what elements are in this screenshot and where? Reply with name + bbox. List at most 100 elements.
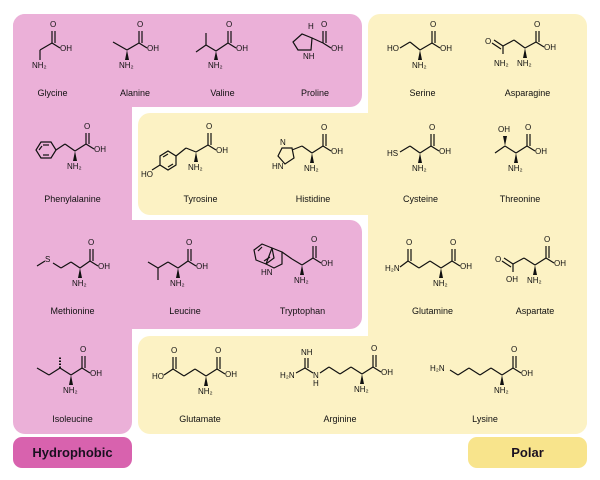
atom-hn: HN [272,162,284,171]
atom-n: N [280,138,286,147]
atom-oh: OH [440,44,452,53]
atom-o: O [429,123,436,132]
lysine-structure-icon [449,356,522,385]
atom-o: O [511,345,518,354]
atom-nh2: NH₂ [433,279,448,288]
atom-nh2: NH₂ [508,164,523,173]
atom-o: O [321,123,328,132]
proline-structure-icon [292,31,332,51]
atom-o: O [80,345,87,354]
atom-o: O [450,238,457,247]
proline-label: Proline [300,88,329,98]
amino-acid-threonine: OH O OH NH₂ Threonine [465,120,575,212]
atom-nh2: NH₂ [72,279,87,288]
tryptophan-label: Tryptophan [279,306,326,316]
atom-oh: OH [236,44,248,53]
amino-acid-proline: O H OH NH Proline [265,14,365,106]
atom-o: O [485,37,492,46]
polar-region-middle [138,113,587,215]
atom-oh: OH [535,147,547,156]
atom-nh2: NH₂ [412,61,427,70]
atom-oh: OH [94,145,106,154]
cysteine-structure-icon [399,134,440,163]
atom-o: O [371,344,378,353]
atom-oh: OH [331,147,343,156]
atom-oh: OH [544,43,556,52]
atom-o: O [206,122,213,131]
amino-acid-glycine: O OH NH₂ Glycine [0,14,105,106]
atom-nh2: NH₂ [32,61,47,70]
leucine-label: Leucine [169,306,201,316]
atom-nh2: NH₂ [198,387,213,396]
leucine-structure-icon [147,249,197,280]
atom-oh: OH [381,368,393,377]
atom-ho: HO [141,170,153,179]
atom-oh: OH [147,44,159,53]
glutamine-label: Glutamine [411,306,454,316]
amino-acid-tryptophan: HN O OH NH₂ Tryptophan [240,232,365,324]
amino-acid-arginine: NH H₂N N H O OH NH₂ Arginine [270,340,410,432]
glycine-structure-icon [39,31,61,60]
histidine-label: Histidine [295,194,331,204]
atom-nh2: NH₂ [494,386,509,395]
asparagine-structure-icon [491,31,545,58]
polar-region-bottom [138,336,587,434]
atom-oh: OH [439,147,451,156]
atom-nh2: NH₂ [208,61,223,70]
amino-acid-leucine: O OH NH₂ Leucine [130,232,240,324]
amino-acid-histidine: N HN O OH NH₂ Histidine [258,120,368,212]
atom-nh2: NH₂ [63,386,78,395]
atom-h2n: H₂N [280,371,295,380]
glycine-label: Glycine [37,88,68,98]
atom-nh2: NH₂ [527,276,542,285]
amino-acid-serine: O HO OH NH₂ Serine [370,14,475,106]
atom-nh2: NH₂ [67,162,82,171]
amino-acid-aspartate: O OH O OH NH₂ Aspartate [480,232,590,324]
atom-nh: NH [301,348,313,357]
atom-s: S [45,255,51,264]
amino-acid-tyrosine: HO O OH NH₂ Tyrosine [138,120,263,212]
glutamine-structure-icon [399,249,461,278]
serine-label: Serine [409,88,436,98]
atom-o: O [544,235,551,244]
atom-nh2: NH₂ [494,59,509,68]
amino-acid-cysteine: HS O OH NH₂ Cysteine [368,120,473,212]
atom-hn: HN [261,268,273,277]
atom-nh2: NH₂ [294,276,309,285]
atom-oh: OH [321,259,333,268]
atom-o: O [406,238,413,247]
amino-acid-glutamate: HO O O OH NH₂ Glutamate [140,340,260,432]
amino-acid-glutamine: H₂N O O OH NH₂ Glutamine [375,232,490,324]
cysteine-label: Cysteine [402,194,438,204]
atom-oh: OH [225,370,237,379]
atom-nh: NH [303,52,315,61]
atom-o: O [430,20,437,29]
valine-structure-icon [195,31,237,60]
atom-oh: OH [196,262,208,271]
glutamate-structure-icon [163,357,226,386]
atom-hs: HS [387,149,399,158]
atom-oh: OH [90,369,102,378]
atom-h2n: H₂N [430,364,445,373]
atom-oh: OH [331,44,343,53]
atom-oh: OH [98,262,110,271]
aspartate-label: Aspartate [515,306,555,316]
atom-o: O [50,20,57,29]
atom-nh2: NH₂ [354,385,369,394]
tyrosine-label: Tyrosine [183,194,218,204]
aspartate-structure-icon [501,246,555,275]
atom-nh2: NH₂ [119,61,134,70]
serine-structure-icon [399,31,441,60]
atom-h2n: H₂N [385,264,400,273]
amino-acid-asparagine: O O OH NH₂ NH₂ Asparagine [470,14,585,106]
atom-o: O [226,20,233,29]
atom-nh2: NH₂ [517,59,532,68]
atom-oh: OH [506,275,518,284]
atom-h: H [308,22,314,31]
alanine-structure-icon [112,31,148,60]
amino-acid-alanine: O OH NH₂ Alanine [85,14,185,106]
atom-ho: HO [387,44,399,53]
atom-o: O [311,235,318,244]
methionine-label: Methionine [50,306,95,316]
atom-nh2: NH₂ [412,164,427,173]
